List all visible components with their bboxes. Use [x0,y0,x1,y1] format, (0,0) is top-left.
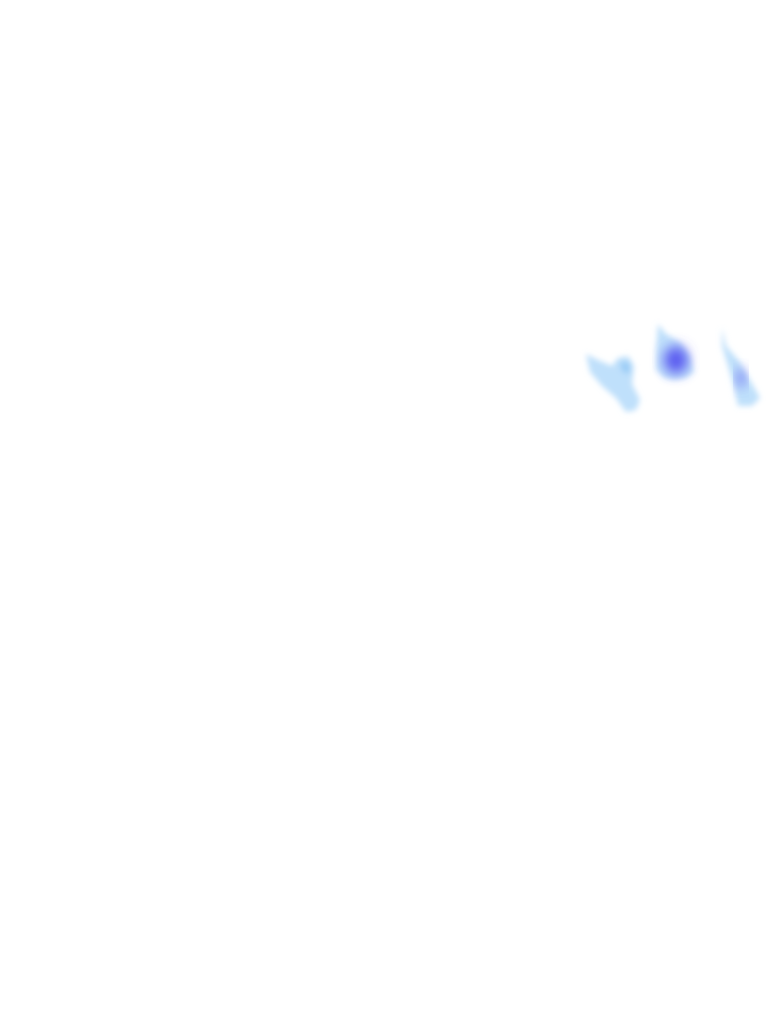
precipitation-cell-east [722,328,760,406]
precipitation-cell-central [656,324,694,380]
precipitation-cell-west [586,354,640,412]
